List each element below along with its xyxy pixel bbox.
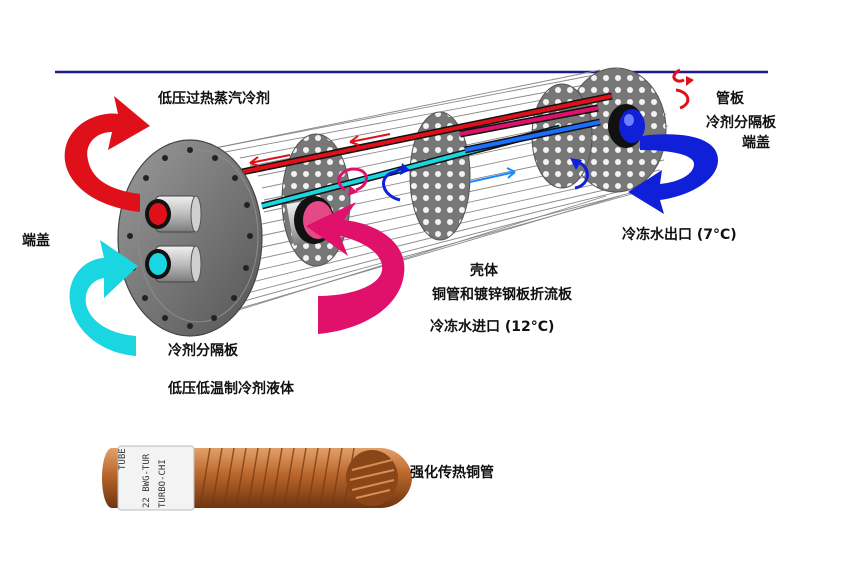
chilled-in-arrow (306, 202, 405, 334)
label-end-cover-right: 端盖 (742, 135, 770, 151)
label-partition-left: 冷剂分隔板 (168, 343, 238, 359)
liquid-in-arrow (69, 240, 138, 356)
chilled-out-arrow (628, 134, 718, 214)
label-baffle: 铜管和镀锌钢板折流板 (432, 287, 572, 303)
label-partition-right: 冷剂分隔板 (706, 115, 776, 131)
tube-print-2: 22 BWG-TUR (142, 453, 152, 508)
enhanced-copper-tube (102, 445, 412, 511)
label-copper-tube: 强化传热铜管 (410, 465, 494, 481)
tube-print-1: TUBE (118, 448, 128, 470)
label-liquid: 低压低温制冷剂液体 (168, 381, 294, 397)
flow-arrows-inner (249, 133, 516, 183)
label-end-cover-left: 端盖 (22, 233, 50, 249)
label-tube-sheet: 管板 (716, 91, 744, 107)
bolt-holes (127, 147, 253, 329)
baffle-middle (409, 111, 471, 241)
label-superheated-vapor: 低压过热蒸汽冷剂 (158, 91, 270, 107)
label-shell: 壳体 (470, 263, 498, 279)
label-chilled-out: 冷冻水出口 (7°C) (622, 227, 737, 243)
small-flow-arrows (337, 68, 690, 202)
inner-tubes (241, 92, 613, 210)
tube-print-3: TURBO-CHI (158, 459, 168, 508)
small-arrowheads (348, 76, 694, 196)
end-cover-left (117, 139, 263, 337)
vapor-out-arrow (64, 96, 150, 212)
label-chilled-in: 冷冻水进口 (12°C) (430, 319, 555, 335)
